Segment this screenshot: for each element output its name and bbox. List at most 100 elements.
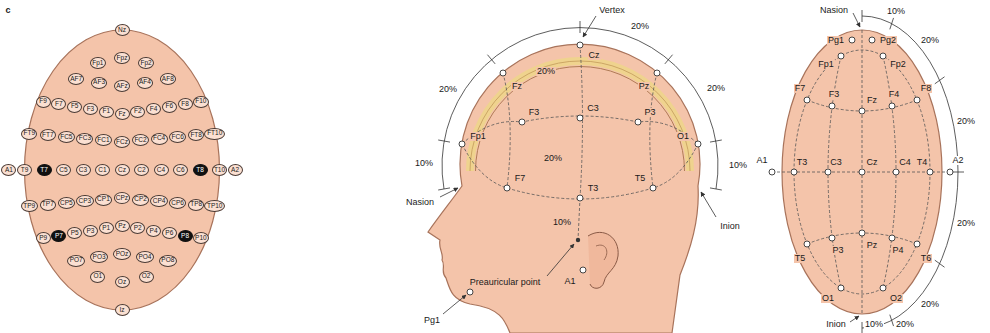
electrode-label: Fp2 bbox=[889, 60, 907, 69]
electrode-label: AF3 bbox=[93, 79, 105, 86]
ear bbox=[588, 232, 618, 288]
coronal-line bbox=[580, 45, 583, 198]
electrode-circle: CP5 bbox=[58, 197, 75, 209]
electrode-circle: F9 bbox=[36, 96, 51, 108]
electrode-label: CP1 bbox=[97, 196, 110, 203]
electrode-circle: C4 bbox=[154, 164, 169, 176]
electrode-label: P4 bbox=[891, 246, 904, 255]
electrode-dot bbox=[467, 289, 473, 295]
electrode-label: P3 bbox=[643, 108, 656, 117]
electrode-circle: T9 bbox=[17, 164, 32, 176]
electrode-dot bbox=[769, 169, 775, 175]
electrode-circle: O2 bbox=[139, 271, 154, 283]
electrode-circle: F8 bbox=[178, 98, 193, 110]
electrode-circle: CP4 bbox=[150, 195, 167, 207]
electrode-circle: Fp1 bbox=[90, 57, 106, 69]
electrode-dot bbox=[577, 195, 583, 201]
electrode-dot bbox=[947, 169, 953, 175]
electrode-circle: P10 bbox=[193, 232, 209, 244]
dimension-label: 20% bbox=[895, 320, 915, 329]
electrode-label: T9 bbox=[21, 167, 29, 174]
electrode-circle: TP7 bbox=[40, 199, 57, 211]
dimension-tick bbox=[580, 21, 581, 33]
landmark-label: Vertex bbox=[598, 6, 626, 15]
electrode-label: P5 bbox=[71, 230, 79, 237]
electrode-dot bbox=[859, 108, 865, 114]
electrode-circle: PO8 bbox=[159, 255, 177, 267]
electrode-circle: FC1 bbox=[95, 134, 112, 146]
dimension-label: 20% bbox=[536, 67, 556, 76]
electrode-label: CP5 bbox=[60, 200, 73, 207]
dimension-label: 20% bbox=[543, 154, 563, 163]
electrode-label: PO7 bbox=[70, 257, 83, 264]
electrode-label: FC6 bbox=[171, 134, 183, 141]
electrode-label: Oz bbox=[118, 279, 126, 286]
electrode-label: P7 bbox=[55, 233, 63, 240]
electrode-label: F8 bbox=[181, 101, 189, 108]
electrode-label: T5 bbox=[794, 254, 807, 263]
electrode-label: A1 bbox=[755, 156, 768, 165]
electrode-circle: FT10 bbox=[204, 128, 225, 140]
electrode-circle: FC2 bbox=[132, 134, 149, 146]
electrode-label: F7 bbox=[794, 84, 807, 93]
electrode-label: Pg2 bbox=[879, 36, 897, 45]
electrode-label: Cz bbox=[866, 158, 879, 167]
electrode-dot bbox=[838, 285, 844, 291]
dimension-label: 10% bbox=[414, 159, 434, 168]
electrode-label: A1 bbox=[563, 277, 576, 286]
electrode-dot bbox=[829, 235, 835, 241]
electrode-label: FC5 bbox=[60, 134, 72, 141]
dimension-tick bbox=[952, 172, 964, 173]
dimension-label: 20% bbox=[438, 85, 458, 94]
dimension-tick bbox=[862, 10, 863, 22]
electrode-label: TP9 bbox=[23, 203, 35, 210]
electrode-circle: F3 bbox=[83, 103, 98, 115]
electrode-label: Fp1 bbox=[469, 132, 487, 141]
electrode-label: P4 bbox=[150, 228, 158, 235]
electrode-circle: Nz bbox=[115, 24, 130, 36]
electrode-label: Cz bbox=[118, 167, 126, 174]
electrode-circle: FC4 bbox=[151, 133, 168, 145]
electrode-label: A2 bbox=[951, 156, 964, 165]
dimension-label: 20% bbox=[956, 117, 976, 126]
dimension-tick bbox=[438, 140, 450, 142]
electrode-dot bbox=[825, 169, 831, 175]
electrode-label: CP6 bbox=[171, 200, 184, 207]
dimension-tick bbox=[935, 77, 945, 84]
electrode-label: FCz bbox=[116, 139, 128, 146]
leader-line bbox=[583, 16, 596, 37]
electrode-label: AF8 bbox=[162, 76, 174, 83]
electrode-label: FT9 bbox=[23, 130, 35, 137]
electrode-label: TP8 bbox=[190, 201, 202, 208]
electrode-label: F2 bbox=[134, 108, 142, 115]
electrode-label: Fp2 bbox=[140, 60, 151, 67]
dimension-label: 10% bbox=[552, 218, 572, 227]
electrode-circle: Fp2 bbox=[138, 57, 154, 69]
dimension-arc bbox=[862, 16, 958, 328]
electrode-circle: FC5 bbox=[58, 131, 75, 143]
electrode-dot bbox=[654, 70, 660, 76]
electrode-label: F1 bbox=[102, 108, 110, 115]
dimension-label: 20% bbox=[956, 219, 976, 228]
electrode-label: C6 bbox=[176, 167, 184, 174]
electrode-dot bbox=[914, 97, 920, 103]
electrode-label: F7 bbox=[55, 101, 63, 108]
electrode-label: C4 bbox=[898, 158, 912, 167]
electrode-label: FT10 bbox=[207, 130, 222, 137]
landmark-label: Inion bbox=[719, 222, 741, 231]
leader-line bbox=[701, 192, 716, 217]
electrode-label: Fz bbox=[118, 111, 125, 118]
electrode-circle: C1 bbox=[95, 164, 110, 176]
electrode-label: Fp1 bbox=[817, 60, 835, 69]
electrode-dot bbox=[791, 169, 797, 175]
electrode-circle: A1 bbox=[1, 164, 16, 176]
electrode-label: P3 bbox=[831, 246, 844, 255]
electrode-circle: Iz bbox=[115, 304, 130, 316]
electrode-label: F4 bbox=[888, 90, 901, 99]
skull-band bbox=[470, 61, 690, 171]
electrode-circle: TP8 bbox=[188, 199, 205, 211]
electrode-dot bbox=[519, 119, 525, 125]
dimension-tick bbox=[890, 315, 894, 326]
electrode-label: F9 bbox=[39, 98, 47, 105]
